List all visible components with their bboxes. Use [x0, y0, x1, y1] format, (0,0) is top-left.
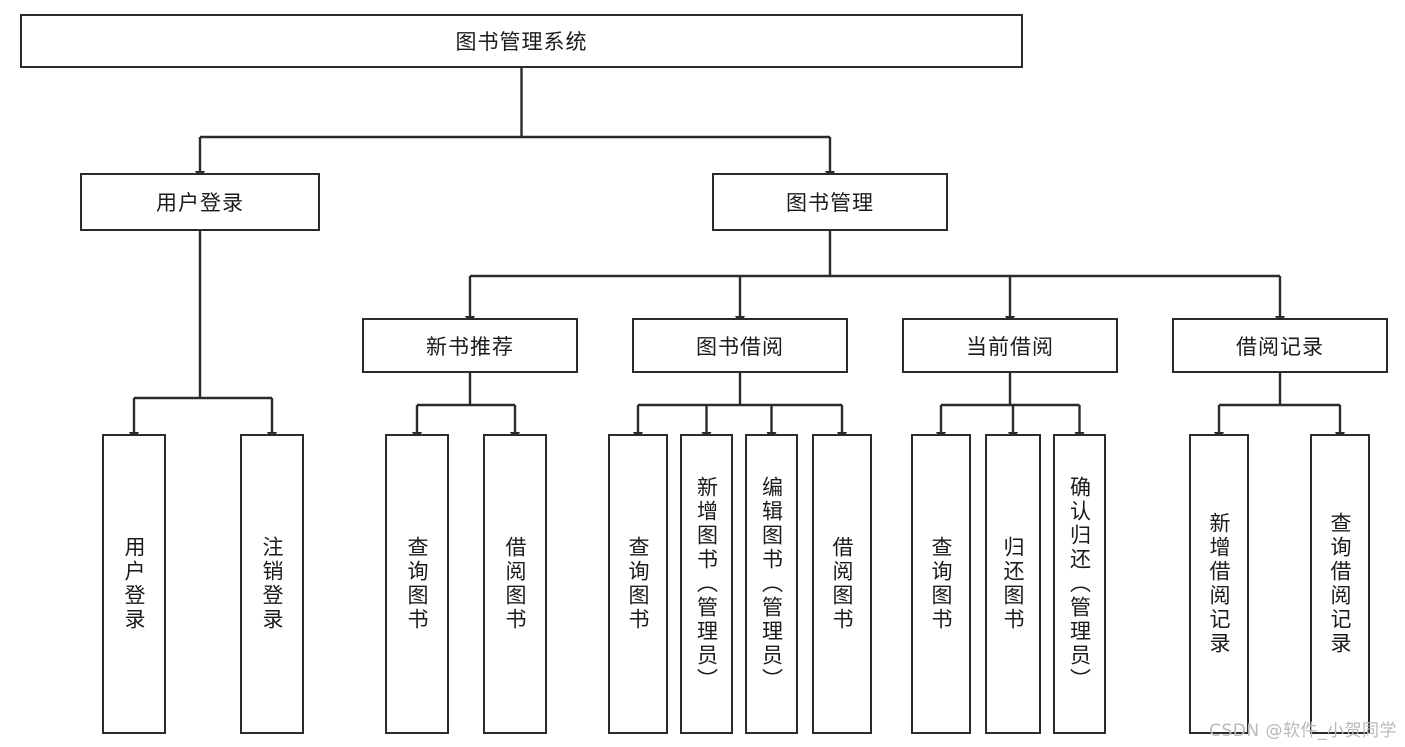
node-lf-2[interactable]: 查询图书 — [385, 434, 449, 734]
node-label: 借阅记录 — [1236, 334, 1324, 359]
node-l1-1[interactable]: 图书管理 — [712, 173, 948, 231]
node-l1-0[interactable]: 用户登录 — [80, 173, 320, 231]
node-lf-8[interactable]: 查询图书 — [911, 434, 971, 734]
node-l2-3[interactable]: 借阅记录 — [1172, 318, 1388, 373]
node-label: 借阅图书 — [503, 536, 528, 632]
node-label: 图书借阅 — [696, 334, 784, 359]
node-label: 查询图书 — [929, 536, 954, 632]
node-label: 注销登录 — [260, 536, 285, 632]
node-lf-12[interactable]: 查询借阅记录 — [1310, 434, 1370, 734]
node-lf-10[interactable]: 确认归还（管理员） — [1053, 434, 1106, 734]
node-label: 查询图书 — [405, 536, 430, 632]
node-label: 新增借阅记录 — [1207, 512, 1232, 656]
node-lf-1[interactable]: 注销登录 — [240, 434, 304, 734]
node-root[interactable]: 图书管理系统 — [20, 14, 1023, 68]
node-label: 用户登录 — [156, 191, 244, 215]
node-label: 用户登录 — [122, 536, 147, 632]
node-lf-9[interactable]: 归还图书 — [985, 434, 1041, 734]
node-lf-6[interactable]: 编辑图书（管理员） — [745, 434, 798, 734]
node-lf-3[interactable]: 借阅图书 — [483, 434, 547, 734]
node-label: 查询图书 — [626, 536, 651, 632]
node-lf-0[interactable]: 用户登录 — [102, 434, 166, 734]
node-label: 新书推荐 — [426, 334, 514, 359]
node-label: 当前借阅 — [966, 334, 1054, 359]
node-label: 图书管理系统 — [455, 30, 588, 54]
node-label: 确认归还（管理员） — [1067, 476, 1092, 692]
node-label: 图书管理 — [786, 191, 874, 215]
node-label: 编辑图书（管理员） — [759, 476, 784, 692]
connector-lines — [129, 68, 1345, 441]
node-l2-0[interactable]: 新书推荐 — [362, 318, 578, 373]
node-label: 归还图书 — [1001, 536, 1026, 632]
node-label: 借阅图书 — [830, 536, 855, 632]
node-lf-11[interactable]: 新增借阅记录 — [1189, 434, 1249, 734]
node-lf-4[interactable]: 查询图书 — [608, 434, 668, 734]
node-l2-2[interactable]: 当前借阅 — [902, 318, 1118, 373]
node-label: 新增图书（管理员） — [694, 476, 719, 692]
node-lf-7[interactable]: 借阅图书 — [812, 434, 872, 734]
csdn-watermark: CSDN @软件_小贺同学 — [1209, 721, 1397, 741]
node-lf-5[interactable]: 新增图书（管理员） — [680, 434, 733, 734]
node-label: 查询借阅记录 — [1328, 512, 1353, 656]
node-l2-1[interactable]: 图书借阅 — [632, 318, 848, 373]
